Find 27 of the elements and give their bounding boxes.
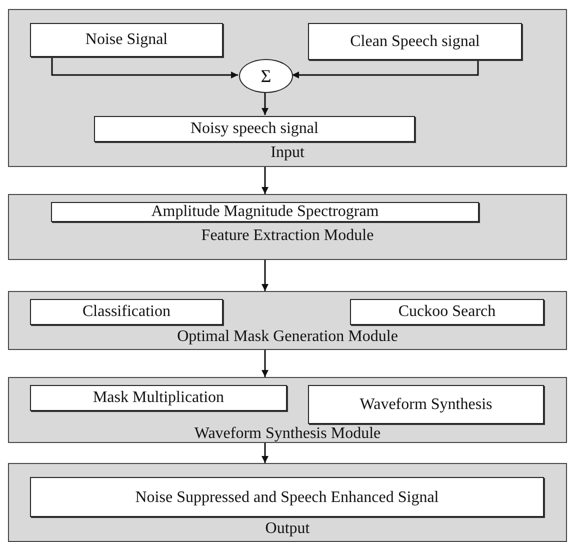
- module-title: Feature Extraction Module: [200, 227, 375, 245]
- arrow: [262, 350, 268, 377]
- module-panel: [8, 194, 567, 260]
- module-title: Input: [270, 144, 306, 162]
- arrow: [51, 56, 238, 78]
- process-box: Cuckoo Search: [350, 299, 544, 325]
- process-box: Mask Multiplication: [30, 385, 287, 411]
- process-box: Clean Speech signal: [308, 23, 522, 60]
- module-title: Waveform Synthesis Module: [193, 425, 382, 443]
- module-panel: [8, 9, 567, 167]
- process-box: Waveform Synthesis: [308, 385, 544, 424]
- module-title: Optimal Mask Generation Module: [176, 328, 399, 346]
- summation-circle: Σ: [239, 59, 293, 93]
- arrow: [262, 260, 268, 291]
- module-panel: [8, 291, 567, 350]
- module-title: Output: [264, 520, 311, 538]
- process-box: Noise Signal: [30, 23, 223, 57]
- module-panel: [8, 377, 567, 443]
- arrow: [292, 59, 479, 78]
- process-box: Noise Suppressed and Speech Enhanced Signal: [30, 477, 544, 517]
- arrow: [262, 443, 268, 463]
- arrow: [262, 92, 268, 115]
- process-box: Classification: [30, 299, 223, 325]
- arrow: [262, 167, 268, 194]
- module-panel: [8, 463, 567, 542]
- process-box: Noisy speech signal: [94, 116, 415, 142]
- process-box: Amplitude Magnitude Spectrogram: [51, 202, 479, 222]
